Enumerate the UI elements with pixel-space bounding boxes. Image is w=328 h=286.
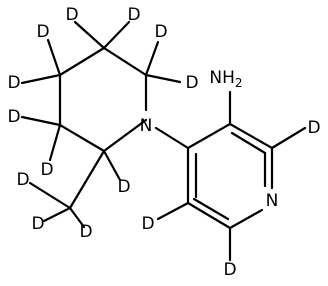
bond-c5-d-b	[102, 20, 131, 50]
pyridine-substituent-bonds	[156, 90, 307, 262]
bond-c3-d-a	[20, 115, 62, 127]
amine-nh-label: NH	[209, 68, 235, 88]
bond-methyl-d2	[42, 206, 72, 223]
bond-c2-d	[270, 126, 307, 150]
deuterium-label: D	[31, 214, 44, 234]
bond-py-c6-c5-double	[192, 197, 230, 221]
deuterium-label: D	[7, 107, 20, 127]
amine-label: NH2	[209, 68, 242, 90]
bond-c5-c6	[102, 46, 148, 77]
deuterium-label: D	[7, 73, 20, 93]
deuterium-label: D	[127, 5, 140, 25]
deuterium-label: D	[40, 160, 53, 180]
bond-c4-d-a	[20, 73, 62, 85]
piperidine-substituent-bonds	[20, 20, 182, 229]
ring-nitrogen-label: N	[140, 116, 153, 136]
deuterium-label: D	[65, 5, 78, 25]
bond-methyl-d3	[68, 206, 86, 229]
bond-c2-c3	[58, 123, 106, 153]
deuterium-label: D	[79, 222, 92, 242]
bond-py-c3-c2	[228, 122, 274, 150]
deuterium-label: D	[36, 22, 49, 42]
bond-c3-d-b	[48, 123, 62, 162]
bond-py-c6-c5	[186, 201, 232, 230]
bond-py-n-c6	[228, 208, 264, 230]
deuterium-label: D	[185, 73, 198, 93]
pyridine-nitrogen-label: N	[266, 191, 279, 211]
bond-c4-d-b	[46, 38, 62, 77]
pyridine-ring-bonds	[186, 122, 274, 230]
deuterium-label: D	[307, 118, 320, 138]
deuterium-label: D	[223, 260, 236, 280]
bond-c6-d-b	[144, 73, 182, 84]
deuterium-label: D	[154, 22, 167, 42]
bond-c2-d	[102, 149, 122, 182]
deuterium-label: D	[117, 177, 130, 197]
bond-c5-d-a	[73, 20, 106, 50]
bond-n-pyridine	[154, 126, 190, 150]
amine-subscript: 2	[235, 76, 243, 90]
bond-py-c4-c3	[186, 122, 232, 150]
bond-c2-methyl	[68, 149, 106, 210]
bond-n-c2	[102, 118, 148, 153]
bond-c5-d	[156, 201, 190, 221]
deuterium-label: D	[16, 170, 29, 190]
bond-py-c3-c2-double	[230, 131, 267, 155]
atom-labels: N N NH2 D D D D D D D D D D D D D D D	[7, 5, 320, 280]
bond-c4-c5	[58, 46, 106, 77]
bond-methyl-d1	[28, 181, 72, 210]
deuterium-label: D	[141, 214, 154, 234]
bond-c6-d-a	[144, 40, 160, 77]
piperidine-ring-bonds	[58, 46, 148, 153]
